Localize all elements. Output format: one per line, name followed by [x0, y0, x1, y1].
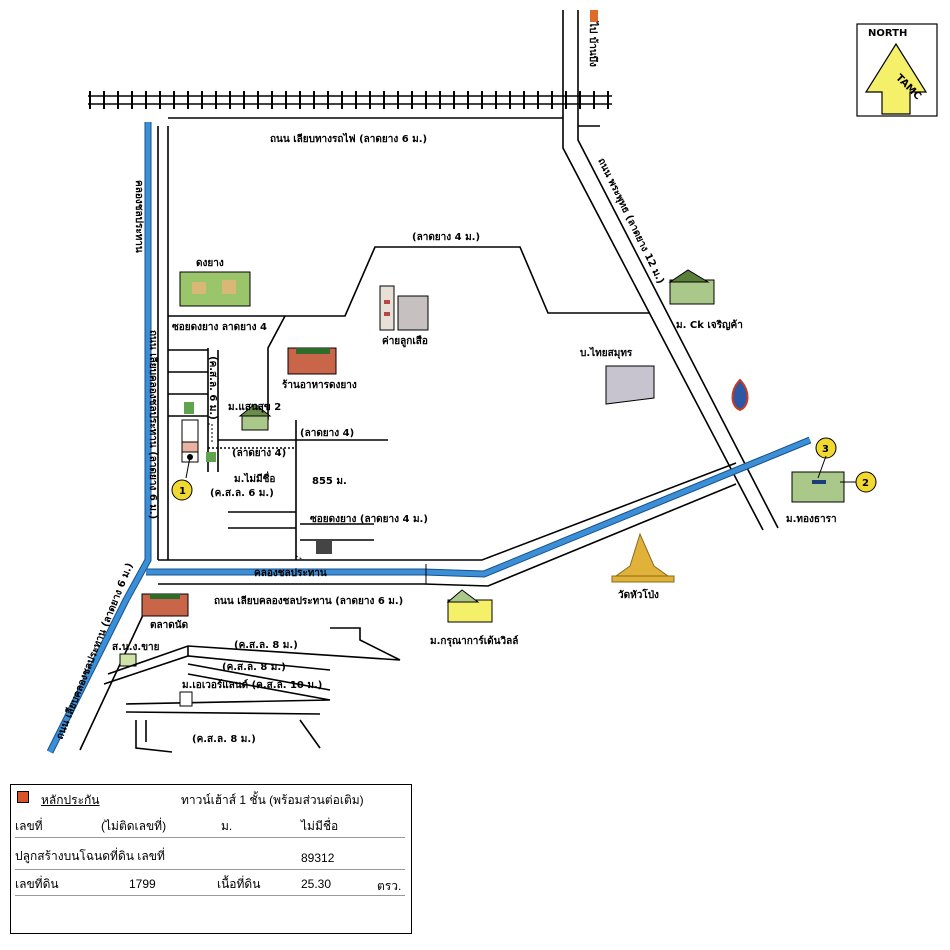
thong-thara-label: ม.ทองธารา: [786, 514, 837, 525]
south-road-grid: [103, 627, 401, 753]
svg-text:2: 2: [862, 478, 869, 489]
office-icon: [119, 653, 137, 667]
motorcycle-icon: [316, 540, 332, 554]
info-area-unit: ตรว.: [377, 879, 402, 893]
info-deed-value: 89312: [301, 851, 335, 865]
ks8-b-label: (ค.ส.ล. 8 ม.): [222, 662, 286, 673]
rail-road-label: ถนน เลียบทางรถไฟ (ลาดยาง 6 ม.): [270, 132, 427, 145]
talad: ตลาดนัด: [141, 593, 189, 631]
soi-dong-yang-4-label: ซอยดงยาง (ลาดยาง 4 ม.): [310, 514, 428, 525]
info-area-label: เนื้อที่ดิน: [217, 877, 261, 891]
mai-mee-chue-label: ม.ไม่มีชื่อ: [234, 471, 275, 485]
info-village-value: ไม่มีชื่อ: [301, 819, 339, 833]
restaurant: ร้านอาหารดงยาง: [282, 347, 357, 391]
canal-road-label: ถนน เลียบคลองชลประทาน (ลาดยาง 6 ม.): [214, 595, 403, 607]
ck-village: ม. Ck เจริญค้า: [668, 269, 743, 331]
tree-icon: [184, 402, 194, 414]
svg-text:3: 3: [822, 444, 829, 455]
road-to-ban-bueng: ไป บ้านบึง ถนน พระพุทธ (ลาดยาง 12 ม.): [562, 10, 779, 531]
wat-hua-pong: วัดหัวโป่ง: [611, 532, 675, 601]
soi-dong-yang-label: ซอยดงยาง ลาดยาง 4: [172, 322, 267, 333]
info-no-label: เลขที่: [15, 819, 43, 833]
info-area-value: 25.30: [301, 877, 332, 891]
scout-camp: ค่ายลูกเสือ: [379, 285, 429, 348]
dong-yang-label: ดงยาง: [196, 258, 224, 269]
ks8-a-label: (ค.ส.ล. 8 ม.): [234, 640, 298, 651]
saensuk-label: ม.แสนสุข 2: [228, 402, 281, 413]
north-compass: NORTH TAMC: [856, 23, 938, 117]
rail-side-road: [167, 117, 563, 560]
left-canal: [47, 122, 151, 754]
canal-label: คลองชลประทาน: [254, 567, 327, 579]
subject-marker-icon: [17, 791, 29, 803]
start-marker-icon: [590, 10, 598, 22]
main-canal: [146, 437, 811, 577]
collateral-info-table: หลักประกัน ทาวน์เฮ้าส์ 1 ชั้น (พร้อมส่วน…: [10, 784, 412, 934]
left-canal-label: คลองชลประทาน: [133, 180, 145, 253]
mai-mee-chue-sub-label: (ค.ส.ล. 6 ม.): [210, 488, 274, 499]
marker-2: [855, 471, 877, 493]
info-land-label: เลขที่ดิน: [15, 877, 59, 891]
svg-text:1: 1: [179, 486, 186, 497]
info-heading: หลักประกัน: [41, 793, 100, 807]
loop-road-label: (ลาดยาง 4 ม.): [412, 232, 480, 243]
railway: [88, 91, 612, 109]
info-type: ทาวน์เฮ้าส์ 1 ชั้น (พร้อมส่วนต่อเติม): [181, 793, 364, 807]
house-icon: [206, 452, 216, 462]
info-land-value: 1799: [129, 877, 156, 891]
office-label: ส.น.ง.ขาย: [112, 642, 160, 653]
wat-label: วัดหัวโป่ง: [618, 588, 659, 601]
info-deed-label: ปลูกสร้างบนโฉนดที่ดิน เลขที่: [15, 849, 165, 863]
marker-1: [171, 479, 193, 501]
thai-samut-building: บ.ไทยสมุทร: [580, 346, 655, 405]
loop-road: [168, 246, 650, 317]
lad4-b-label: (ลาดยาง 4): [232, 448, 286, 459]
talad-label: ตลาดนัด: [150, 619, 188, 631]
left-canal-road-label: ถนน เลียบคลองชลประทาน (ลาดยาง 6 ม.): [147, 330, 159, 519]
restaurant-label: ร้านอาหารดงยาง: [282, 379, 357, 391]
thong-thara-village: 2 3 ม.ทองธารา: [786, 437, 877, 525]
karuna-village: ม.กรุณาการ์เด้นวิลล์: [430, 589, 518, 647]
gas-station-icon: [731, 378, 749, 412]
thai-samut-label: บ.ไทยสมุทร: [580, 346, 633, 359]
ks10-label: ม.เอเวอร์แลนด์ (ค.ส.ล. 10 ม.): [182, 679, 322, 691]
subject-property: 1 ม.ไม่มีชื่อ (ค.ส.ล. 6 ม.): [171, 402, 275, 501]
north-arrow-icon: [864, 42, 928, 115]
dong-yang-village: ดงยาง: [179, 258, 251, 307]
ks-6-label: (ค.ส.ล. 6 ม.): [207, 356, 218, 420]
north-label: NORTH: [868, 28, 907, 39]
camp-label: ค่ายลูกเสือ: [382, 335, 428, 348]
main-canal-edge: [146, 436, 812, 578]
route-path: [208, 420, 305, 561]
marker-3: [815, 437, 837, 459]
ks-6-road: [207, 348, 219, 472]
saensuk-village: ม.แสนสุข 2: [228, 402, 281, 431]
info-village-label: ม.: [221, 819, 233, 833]
to-ban-bueng-label: ไป บ้านบึง: [587, 21, 600, 67]
info-no-value: (ไม่ติดเลขที่): [101, 819, 167, 833]
distance-label: 855 ม.: [312, 476, 347, 487]
lad4-a-label: (ลาดยาง 4): [300, 428, 354, 439]
thai-phan-road-label: ถนน พระพุทธ (ลาดยาง 12 ม.): [595, 156, 666, 285]
ks8-c-label: (ค.ส.ล. 8 ม.): [192, 734, 256, 745]
left-canal-road: [79, 126, 159, 751]
ck-label: ม. Ck เจริญค้า: [676, 319, 743, 331]
karuna-label: ม.กรุณาการ์เด้นวิลล์: [430, 635, 518, 647]
